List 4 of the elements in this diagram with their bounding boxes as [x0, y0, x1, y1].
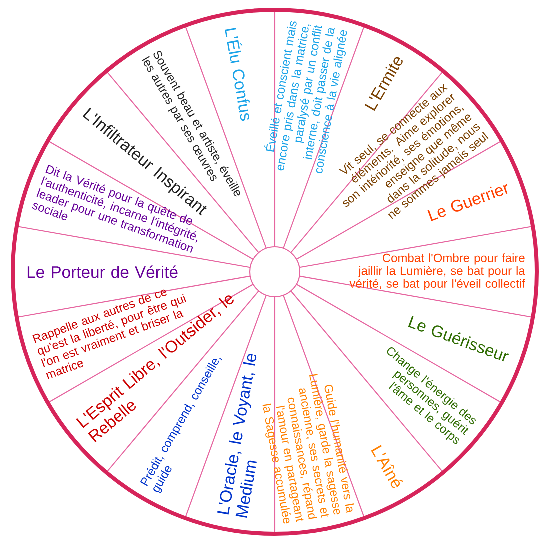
archetype-name: Le Porteur de Vérité [28, 266, 178, 278]
archetype-name: L'Élu Confus [225, 28, 250, 122]
archetype-description: Guide l'humanité vers la Lumière, garde la sagesse ancienne, ses secrets et connaissances, répand l'amour en partageant la Sagesse accumulée [262, 374, 354, 524]
archetype-description: Combat l'Ombre pour faire jaillir la Lumière, se bat pour la vérité, se bat pour l'éveil collectif [350, 254, 526, 290]
